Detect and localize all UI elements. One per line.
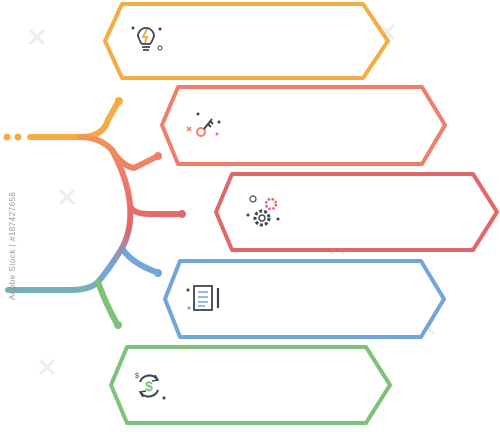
- dollar-cycle-icon: $ $: [135, 373, 166, 400]
- box-document: [163, 259, 446, 339]
- stock-id-text: Adobe Stock | #187427656: [8, 191, 17, 300]
- lightbulb-icon: [131, 26, 163, 51]
- key-icon: [186, 112, 221, 137]
- box-settings: [214, 172, 499, 252]
- gears-icon: [246, 195, 280, 227]
- svg-text:$: $: [135, 373, 139, 380]
- document-icon: [186, 285, 220, 311]
- box-key: [160, 85, 447, 166]
- svg-text:$: $: [145, 378, 153, 394]
- branch-end-dots: [3, 97, 186, 329]
- box-money: [109, 345, 392, 425]
- box-idea: [103, 2, 390, 80]
- branch-connector: [5, 99, 183, 325]
